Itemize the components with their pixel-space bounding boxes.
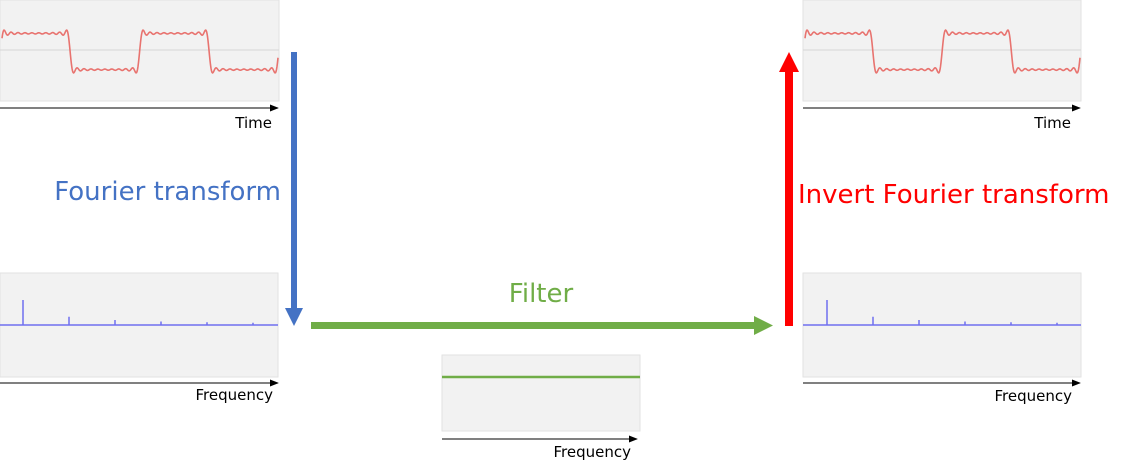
filter-arrow (311, 316, 773, 335)
square-wave-signal (1, 29, 279, 74)
fourier-transform-label: Fourier transform (54, 177, 281, 207)
time-axis-label: Time (1033, 114, 1071, 132)
frequency-spectrum (0, 300, 278, 326)
square-wave-signal (804, 29, 1081, 74)
frequency-axis-label: Frequency (554, 443, 632, 461)
inverse-fourier-transform-label: Invert Fourier transform (798, 180, 1109, 210)
frequency-axis-label: Frequency (196, 386, 274, 404)
time-signal-panel-right: Time (802, 0, 1082, 132)
filter-panel: Frequency (441, 354, 641, 461)
fourier-transform-arrow (285, 52, 303, 326)
filter-label: Filter (509, 279, 574, 309)
time-axis-label: Time (234, 114, 272, 132)
frequency-spectrum (803, 300, 1081, 326)
spectrum-panel-left: Frequency (0, 272, 279, 404)
panel-background (441, 354, 641, 432)
inverse-fourier-transform-arrow (779, 52, 799, 326)
frequency-axis-label: Frequency (995, 387, 1073, 405)
time-signal-panel-left: Time (0, 0, 280, 132)
spectrum-panel-right: Frequency (802, 272, 1082, 405)
